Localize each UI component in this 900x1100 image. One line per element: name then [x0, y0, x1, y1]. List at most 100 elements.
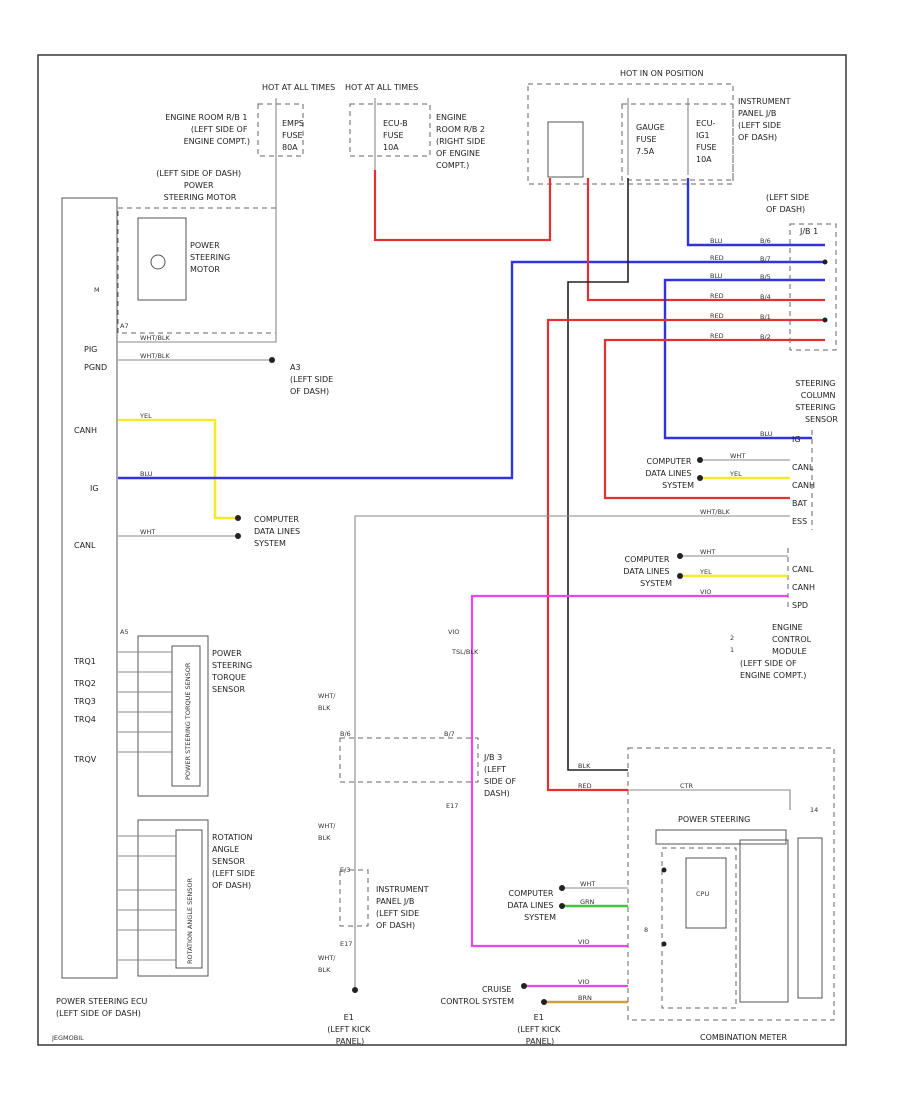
mid-whtblk-label-3: WHT/ BLK — [318, 954, 338, 974]
pin-canl: CANL — [74, 541, 96, 550]
pin-m: M — [94, 286, 100, 294]
scs-ig-blue-wire — [663, 278, 825, 440]
scs-canh-point — [697, 475, 703, 481]
pin-trq4: TRQ4 — [73, 715, 96, 724]
svg-text:RED: RED — [710, 292, 724, 300]
svg-text:RED: RED — [710, 254, 724, 262]
meter-junction-1 — [661, 867, 667, 873]
ecm-pins: CANL CANH SPD — [792, 565, 815, 610]
jb1-junction-1 — [822, 259, 828, 265]
pin-pgnd: PGND — [84, 363, 107, 372]
blk-ground-wire — [567, 178, 629, 771]
pig-wire-label: WHT/BLK — [140, 334, 171, 342]
jb1-right-box — [789, 223, 837, 351]
canh-yel-wire — [118, 418, 236, 520]
svg-text:B/7: B/7 — [760, 255, 771, 263]
ipanel-jb-fuse-box — [621, 103, 734, 181]
svg-text:RED: RED — [710, 312, 724, 320]
canh-end-point — [235, 515, 241, 521]
hot-at-all-times-1: HOT AT ALL TIMES — [262, 83, 335, 92]
ecm-pin-2: 2 — [730, 634, 734, 642]
emps-fuse-label: EMPS FUSE 80A — [282, 119, 306, 152]
spd-wire-label: VIO — [700, 588, 711, 596]
jb3-pin-b7: B/7 — [444, 730, 455, 738]
svg-text:RED: RED — [710, 332, 724, 340]
bat-red-wire-1 — [586, 178, 825, 302]
bat-red-wire-2 — [546, 318, 825, 792]
computer-data-lines-meter: COMPUTER DATA LINES SYSTEM — [507, 889, 556, 922]
jb3-box — [339, 737, 479, 783]
ig-blue-wire — [118, 260, 825, 480]
pin-trq3: TRQ3 — [73, 697, 96, 706]
gauge-fuse-label: GAUGE FUSE 7.5A — [636, 123, 667, 156]
pin-pig: PIG — [84, 345, 97, 354]
svg-text:CANL: CANL — [792, 565, 814, 574]
ecu-b-red-wire — [373, 170, 552, 242]
svg-text:BLU: BLU — [710, 237, 723, 245]
svg-text:ESS: ESS — [792, 517, 807, 526]
svg-text:B/5: B/5 — [760, 273, 771, 281]
meter-power-steering-title: POWER STEERING — [678, 815, 750, 824]
svg-text:B/6: B/6 — [760, 237, 771, 245]
combination-meter-box — [627, 747, 835, 1021]
meter-cpu-box — [661, 847, 737, 1009]
motor-header: (LEFT SIDE OF DASH) POWER STEERING MOTOR — [156, 169, 243, 202]
svg-text:SPD: SPD — [792, 601, 808, 610]
meter-indicator-box — [797, 837, 823, 999]
canl-end-point — [235, 533, 241, 539]
power-steering-ecu-body — [61, 197, 118, 979]
emps-wire — [118, 165, 277, 343]
spd-pink-wire — [470, 594, 788, 948]
ess-wire-label: WHT/BLK — [700, 508, 731, 516]
svg-text:B/1: B/1 — [760, 313, 771, 321]
engine-room-rb1-box — [257, 103, 304, 157]
jb3-label: J/B 3 (LEFT SIDE OF DASH) — [483, 753, 519, 798]
jb1-pin-labels: B/6 B/7 B/5 B/4 B/1 B/2 — [760, 237, 771, 341]
ecu-b-fuse-label: ECU-B FUSE 10A — [383, 119, 410, 152]
ipanel-jb-top-label: INSTRUMENT PANEL J/B (LEFT SIDE OF DASH) — [738, 97, 793, 142]
pin-ig: IG — [90, 484, 99, 493]
engine-room-rb2-label: ENGINE ROOM R/B 2 (RIGHT SIDE OF ENGINE … — [436, 113, 488, 170]
mid-vio-label: VIO — [448, 628, 459, 636]
e1-left-ground-point — [352, 987, 358, 993]
ipanel-jb-mid-box — [339, 869, 369, 927]
hot-at-all-times-2: HOT AT ALL TIMES — [345, 83, 418, 92]
combination-meter-label: COMBINATION METER — [700, 1033, 787, 1042]
meter-pin-14: 14 — [810, 806, 818, 814]
torque-sensor-inner — [171, 645, 201, 787]
svg-text:BLU: BLU — [710, 272, 723, 280]
pin-trq1: TRQ1 — [73, 657, 96, 666]
ipanel-jb-mid-label: INSTRUMENT PANEL J/B (LEFT SIDE OF DASH) — [376, 885, 431, 930]
mid-whtblk-label-2: WHT/ BLK — [318, 822, 338, 842]
meter-canl-wire-label: WHT — [580, 880, 595, 888]
mid-whtblk-label-1: WHT/ BLK — [318, 692, 338, 712]
svg-text:CANH: CANH — [792, 481, 815, 490]
meter-ctr-label: CTR — [680, 782, 694, 790]
ig-wire-label: BLU — [140, 470, 153, 478]
ecm-pin-1: 1 — [730, 646, 734, 654]
ipjb-pin-e17: E17 — [340, 940, 352, 948]
jb1-right-label: (LEFT SIDE OF DASH) J/B 1 — [766, 193, 818, 236]
svg-text:B/4: B/4 — [760, 293, 771, 301]
mid-tslbk-label: TSL/BLK — [451, 648, 479, 656]
svg-text:BLK: BLK — [578, 762, 591, 770]
pgnd-wire-label: WHT/BLK — [140, 352, 171, 360]
meter-warning-box — [739, 839, 789, 1003]
rotation-sensor-wires — [118, 835, 176, 961]
ipanel-jb-relay-box — [547, 121, 584, 178]
footer-code: JEGMOBIL — [51, 1034, 84, 1042]
ecu-ig1-blue-wire — [686, 178, 825, 247]
scs-canh-wire-label: YEL — [729, 470, 742, 478]
cruise-point — [521, 983, 527, 989]
jb1-wire-labels: BLU RED BLU RED RED RED — [710, 237, 724, 340]
pin-a5: A5 — [120, 628, 129, 636]
power-steering-motor-label: POWER STEERING MOTOR — [190, 241, 233, 274]
computer-data-lines-left: COMPUTER DATA LINES SYSTEM — [254, 515, 303, 548]
e1-right-label: E1 (LEFT KICK PANEL) — [517, 1013, 563, 1046]
meter-cpu-inner — [685, 857, 727, 929]
ecm-canh-wire-label: YEL — [699, 568, 712, 576]
svg-text:VIO: VIO — [578, 978, 589, 986]
svg-text:IG: IG — [792, 435, 801, 444]
svg-text:BRN: BRN — [578, 994, 592, 1002]
diagram-frame — [37, 54, 847, 1046]
